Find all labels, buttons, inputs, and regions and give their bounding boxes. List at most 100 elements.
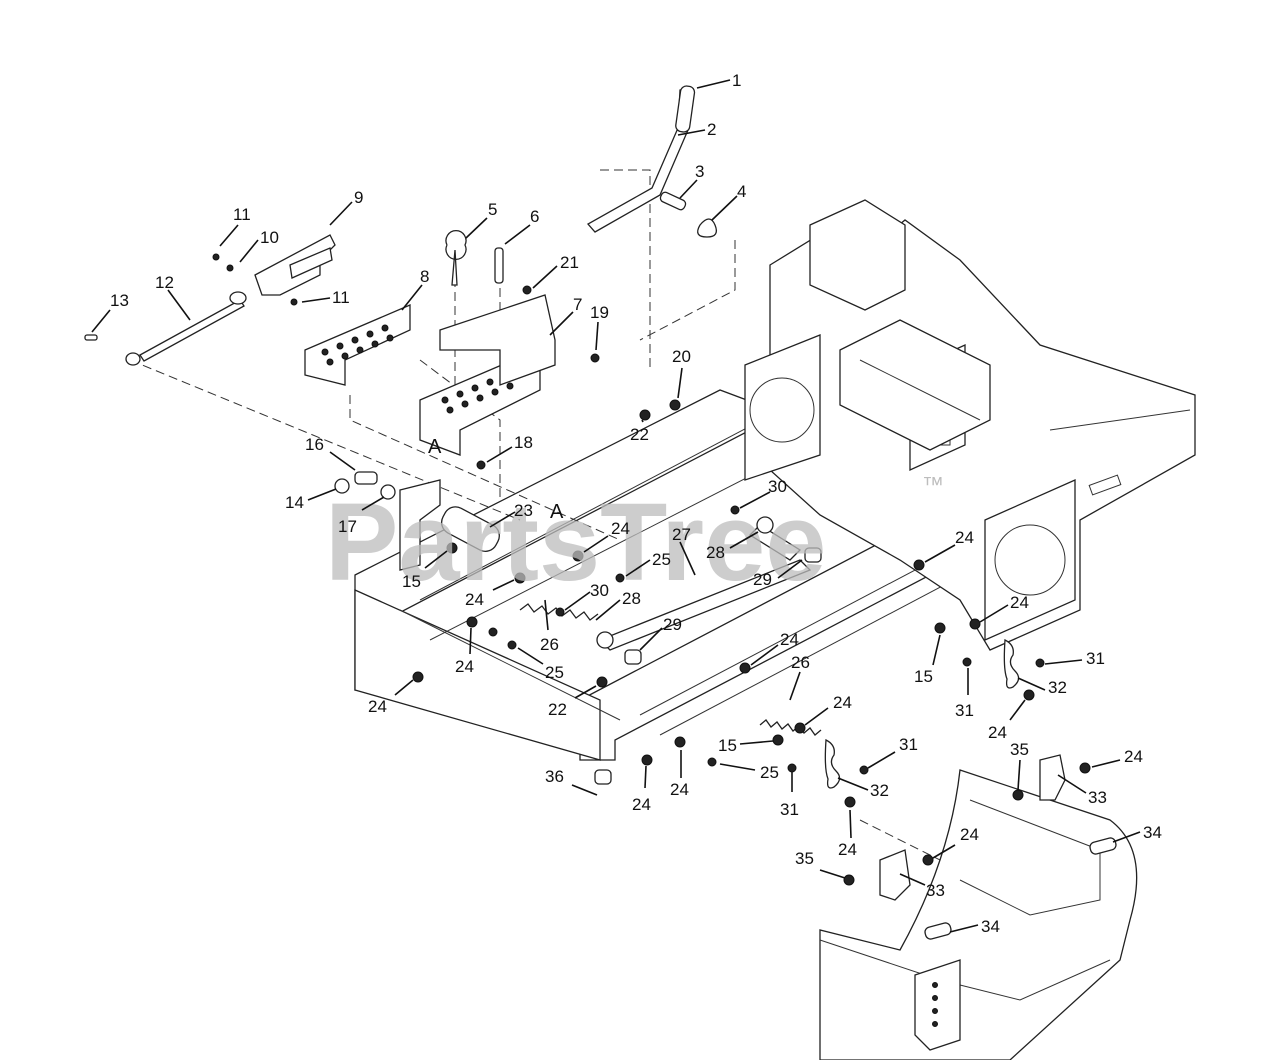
svg-text:26: 26 — [791, 653, 810, 672]
small-bolt — [84, 334, 98, 341]
callout-1: 1 — [696, 71, 741, 90]
callout-10: 10 — [239, 228, 279, 263]
mower-deck — [819, 769, 1138, 1060]
callout-3: 3 — [679, 162, 704, 199]
svg-text:31: 31 — [899, 735, 918, 754]
svg-text:31: 31 — [780, 800, 799, 819]
callout-15b: 15 — [718, 736, 774, 755]
svg-text:15: 15 — [402, 572, 421, 591]
lock-handle — [289, 247, 333, 279]
svg-text:31: 31 — [955, 701, 974, 720]
chain-lower — [824, 738, 841, 789]
callout-8: 8 — [401, 267, 429, 311]
callout-24-k: 24 — [979, 593, 1029, 623]
svg-text:27: 27 — [672, 525, 691, 544]
callout-29-a: 29 — [753, 559, 803, 589]
callout-22b: 22 — [548, 685, 597, 719]
svg-text:10: 10 — [260, 228, 279, 247]
upright-plate — [809, 199, 906, 311]
svg-text:6: 6 — [530, 207, 539, 226]
callout-2: 2 — [677, 120, 716, 139]
washer-17 — [380, 484, 396, 500]
svg-text:30: 30 — [590, 581, 609, 600]
callout-35-a: 35 — [1010, 740, 1029, 791]
spring-lower — [759, 719, 822, 736]
callouts: 1 2 3 4 5 6 7 8 9 10 11 11 12 13 14 15 1… — [91, 71, 1162, 936]
svg-text:4: 4 — [737, 182, 746, 201]
svg-text:24: 24 — [611, 519, 630, 538]
hardware — [212, 253, 1091, 886]
svg-text:1: 1 — [732, 71, 741, 90]
svg-text:24: 24 — [632, 795, 651, 814]
washer-14 — [334, 478, 350, 494]
callout-30-a: 30 — [739, 477, 787, 509]
svg-text:11: 11 — [332, 288, 350, 307]
callout-22a: 22 — [630, 419, 649, 444]
svg-text:24: 24 — [455, 657, 474, 676]
callout-32-a: 32 — [1017, 677, 1067, 697]
callout-7: 7 — [549, 295, 582, 336]
callout-18: 18 — [486, 433, 533, 463]
callout-11b: 11 — [301, 288, 350, 307]
watermark-text: PartsTree — [325, 481, 826, 604]
svg-text:29: 29 — [753, 570, 772, 589]
clevis-pin — [494, 247, 504, 284]
svg-text:2: 2 — [707, 120, 716, 139]
svg-text:25: 25 — [652, 550, 671, 569]
svg-text:24: 24 — [988, 723, 1007, 742]
deck-hanger-front — [879, 849, 911, 901]
callout-33-a: 33 — [1057, 774, 1107, 807]
callout-6: 6 — [504, 207, 539, 245]
svg-text:24: 24 — [368, 697, 387, 716]
section-marker-a-upper: A — [428, 436, 442, 458]
callout-14: 14 — [285, 488, 337, 512]
svg-text:7: 7 — [573, 295, 582, 314]
svg-text:34: 34 — [981, 917, 1000, 936]
svg-text:24: 24 — [780, 630, 799, 649]
callout-21: 21 — [532, 253, 579, 289]
svg-text:28: 28 — [706, 543, 725, 562]
svg-text:31: 31 — [1086, 649, 1105, 668]
pedal-holes-rear — [321, 324, 394, 366]
pivot-bracket — [399, 479, 441, 571]
callout-27: 27 — [672, 525, 696, 576]
svg-text:20: 20 — [672, 347, 691, 366]
callout-31-b: 31 — [955, 668, 974, 720]
svg-text:32: 32 — [870, 781, 889, 800]
svg-text:26: 26 — [540, 635, 559, 654]
svg-text:25: 25 — [760, 763, 779, 782]
svg-text:32: 32 — [1048, 678, 1067, 697]
callout-9: 9 — [329, 188, 363, 226]
callout-25-b: 25 — [517, 647, 564, 682]
svg-text:24: 24 — [838, 840, 857, 859]
deck-front-block — [914, 959, 961, 1051]
svg-text:3: 3 — [695, 162, 704, 181]
bumper-36 — [594, 769, 612, 785]
svg-text:34: 34 — [1143, 823, 1162, 842]
callout-23: 23 — [489, 501, 533, 528]
callout-26-a: 26 — [540, 599, 559, 654]
svg-text:15: 15 — [718, 736, 737, 755]
bolt-34-right — [1089, 837, 1117, 855]
svg-text:24: 24 — [670, 780, 689, 799]
callout-25-a: 25 — [625, 550, 671, 577]
callout-17: 17 — [338, 496, 385, 536]
svg-text:5: 5 — [488, 200, 497, 219]
callout-15a: 15 — [402, 550, 448, 591]
turnbuckle-rod — [139, 299, 245, 362]
pedal-bracket — [439, 294, 556, 386]
side-plate-left — [744, 334, 821, 481]
callout-20: 20 — [672, 347, 691, 399]
svg-text:16: 16 — [305, 435, 324, 454]
callout-24-c: 24 — [455, 627, 474, 676]
line-art — [84, 85, 1196, 1060]
callout-31-c: 31 — [867, 735, 918, 769]
callout-24-b: 24 — [465, 579, 515, 609]
callout-24-d: 24 — [368, 679, 414, 716]
svg-text:29: 29 — [663, 615, 682, 634]
svg-text:18: 18 — [514, 433, 533, 452]
svg-text:17: 17 — [338, 517, 357, 536]
pedal-plate-rear — [304, 304, 411, 386]
bushing-16 — [354, 471, 378, 485]
